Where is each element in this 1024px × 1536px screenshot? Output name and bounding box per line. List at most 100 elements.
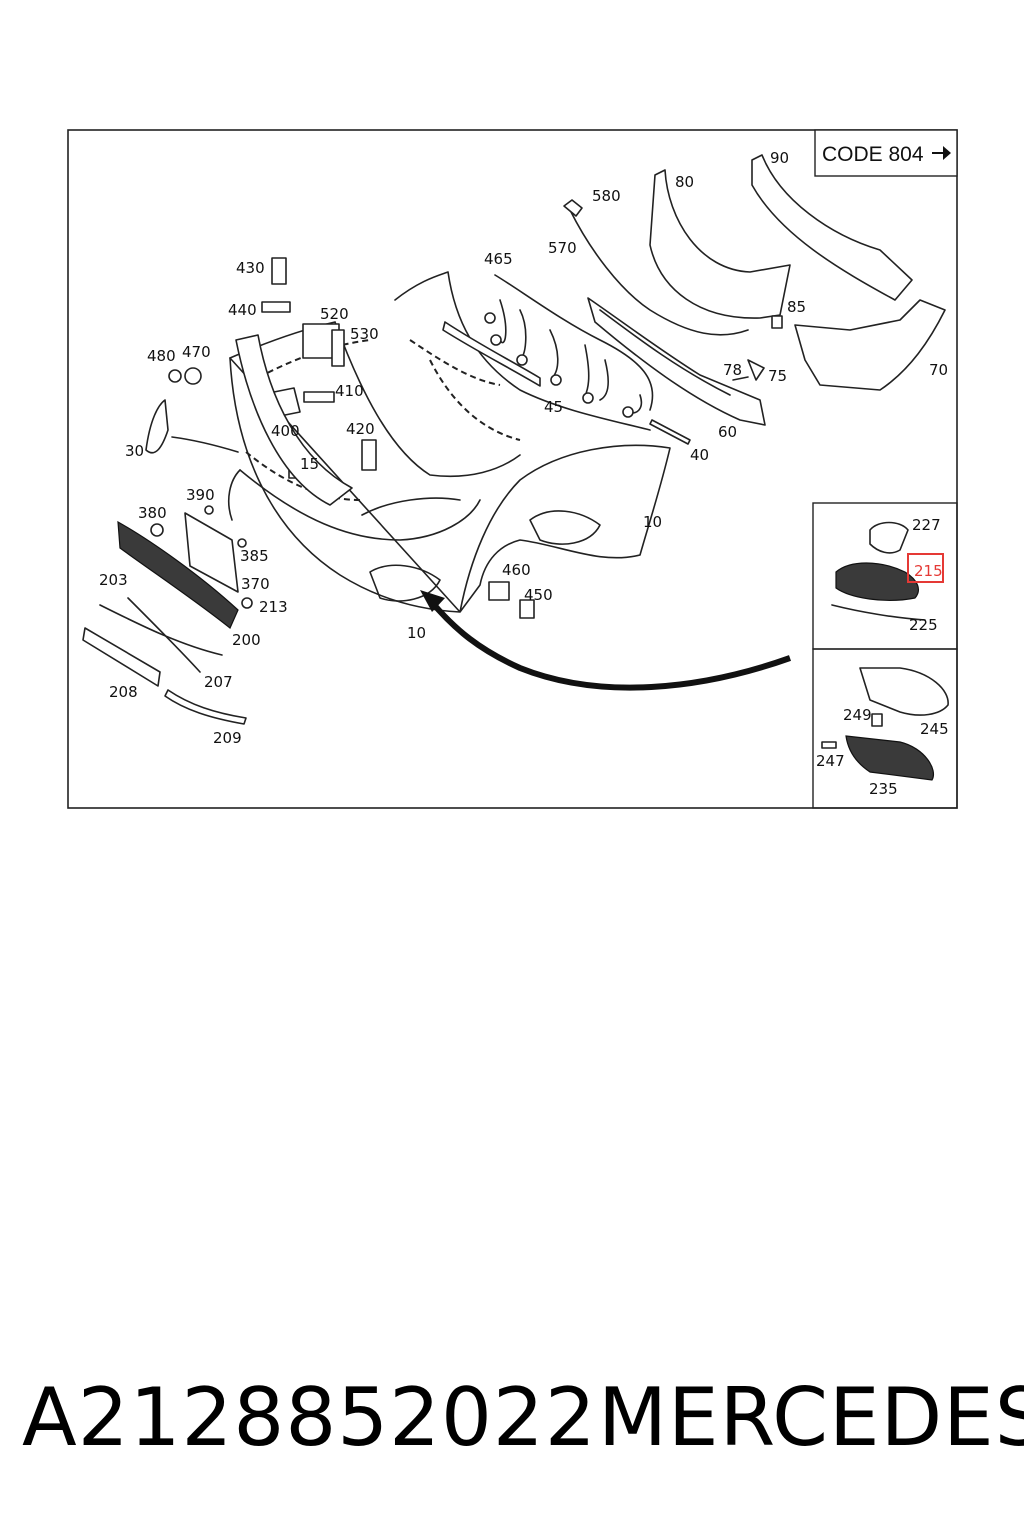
callout-label: 420: [346, 420, 375, 438]
callout-label: 570: [548, 239, 577, 257]
arrow-head-icon: [420, 590, 445, 612]
callout-label: 203: [99, 571, 128, 589]
callout-label: 70: [929, 361, 948, 379]
trim-strip-203: [99, 604, 223, 656]
bracket-460-drawing: [488, 581, 510, 601]
callout-label: 245: [920, 720, 949, 738]
bracket-70-drawing: [794, 299, 946, 391]
callout-label: 207: [204, 673, 233, 691]
callout-label: 45: [544, 398, 563, 416]
callout-label: 380: [138, 504, 167, 522]
callout-label: 85: [787, 298, 806, 316]
callout-label: 215: [914, 562, 943, 580]
harness-45-drawing: [494, 274, 654, 414]
callout-label: 30: [125, 442, 144, 460]
crossmember-60-detail: [599, 309, 731, 396]
callout-label: 209: [213, 729, 242, 747]
sensor-plug-6: [622, 406, 634, 418]
clip-390-drawing: [204, 505, 214, 515]
trim-strip-207: [127, 597, 201, 673]
callout-label: 580: [592, 187, 621, 205]
crossmember-60-drawing: [587, 297, 766, 426]
callout-label: 385: [240, 547, 269, 565]
callout-label: 450: [524, 586, 553, 604]
code-label: CODE 804: [822, 143, 924, 166]
bracket-530-drawing: [331, 329, 345, 367]
callout-label: 80: [675, 173, 694, 191]
strip-inner-drawing: [235, 334, 353, 506]
callout-label: 247: [816, 752, 845, 770]
callout-label: 10: [407, 624, 426, 642]
callout-label: 235: [869, 780, 898, 798]
bracket-75-drawing: [747, 359, 765, 381]
callout-label: 370: [241, 575, 270, 593]
callout-label: 15: [300, 455, 319, 473]
grille-drawing: [117, 520, 239, 629]
callout-label: 60: [718, 423, 737, 441]
callout-label: 520: [320, 305, 349, 323]
callout-label: 225: [909, 616, 938, 634]
clip-580-drawing: [563, 199, 583, 217]
callout-label: 470: [182, 343, 211, 361]
clip-249-drawing: [871, 713, 883, 727]
part-number: A2128852022: [22, 1371, 597, 1464]
bolt-450-drawing: [519, 599, 535, 619]
frame-227-drawing: [869, 521, 909, 554]
tow-cover-30-drawing: [145, 399, 169, 454]
bolt-78-drawing: [732, 376, 749, 381]
strip-40-drawing: [649, 419, 691, 445]
arrow-right-icon: [932, 146, 951, 160]
grille-235-drawing: [845, 735, 934, 781]
sensor-470-drawing: [184, 367, 202, 385]
trim-strip-209: [164, 689, 247, 725]
sensor-plug-3: [516, 354, 528, 366]
callout-label: 78: [723, 361, 742, 379]
nut-440-drawing: [261, 301, 291, 313]
reinforcement-80-drawing: [649, 169, 791, 319]
sensor-plug-1: [484, 312, 496, 324]
strip-225-drawing: [831, 604, 926, 621]
trim-strip-208: [82, 627, 161, 687]
bolt-85-drawing: [771, 315, 783, 329]
callout-label: 530: [350, 325, 379, 343]
caption: A2128852022 MERCEDES: [0, 1368, 1024, 1478]
callout-label: 440: [228, 301, 257, 319]
sensor-plug-2: [490, 334, 502, 346]
sensor-480-drawing: [168, 369, 182, 383]
cable-30-drawing: [171, 436, 239, 453]
callout-label: 460: [502, 561, 531, 579]
plate-bracket-drawing: [184, 512, 239, 593]
bumper-cover-drawing: [228, 271, 671, 613]
sensor-plug-5: [582, 392, 594, 404]
callout-label: 465: [484, 250, 513, 268]
pointer-arrow: [427, 598, 792, 691]
callout-label: 200: [232, 631, 261, 649]
highlight-box: [907, 553, 944, 583]
detail-frame-lower: [812, 648, 958, 809]
clip-385-drawing: [237, 538, 247, 548]
callout-label: 390: [186, 486, 215, 504]
bolt-247-drawing: [821, 741, 837, 749]
bolt-410-drawing: [303, 391, 335, 403]
brand-name: MERCEDES: [598, 1371, 1024, 1464]
strip-upper-drawing: [442, 321, 541, 387]
diagram-frame: [67, 129, 958, 809]
callout-label: 400: [271, 422, 300, 440]
grille-215-drawing: [835, 562, 919, 601]
bolt-420-drawing: [361, 439, 377, 471]
bolt-380-drawing: [150, 523, 164, 537]
callout-label: 227: [912, 516, 941, 534]
screw-430-drawing: [271, 257, 287, 285]
callout-label: 10: [643, 513, 662, 531]
callout-label: 480: [147, 347, 176, 365]
callout-label: 90: [770, 149, 789, 167]
callout-label: 213: [259, 598, 288, 616]
callout-label: 40: [690, 446, 709, 464]
callout-label: 208: [109, 683, 138, 701]
cable-570-drawing: [569, 209, 749, 336]
callout-label: 410: [335, 382, 364, 400]
callout-label: 430: [236, 259, 265, 277]
callout-label: 75: [768, 367, 787, 385]
clip-213-drawing: [241, 597, 253, 609]
callout-label: 249: [843, 706, 872, 724]
